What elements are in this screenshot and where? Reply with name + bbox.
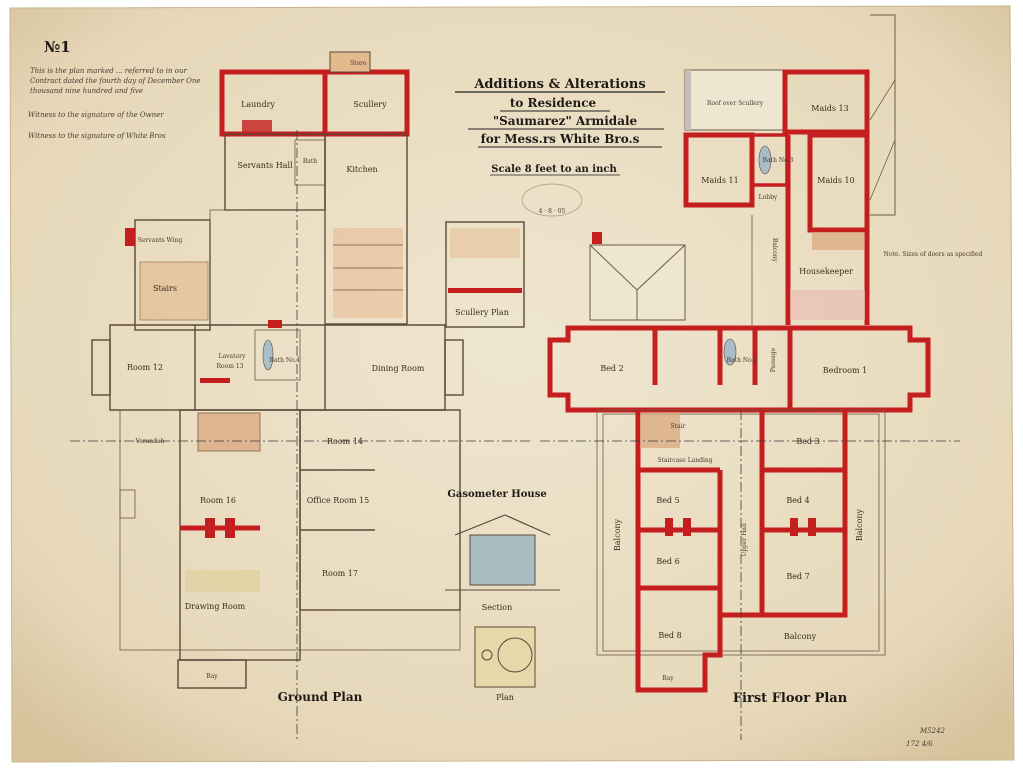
svg-text:Bath No.2: Bath No.2 [727,357,758,364]
svg-text:Balcony: Balcony [855,508,864,541]
svg-text:Drawing Room: Drawing Room [185,602,246,611]
svg-text:First Floor Plan: First Floor Plan [733,691,848,706]
svg-text:Kitchen: Kitchen [346,165,377,174]
svg-text:Bay: Bay [206,673,218,680]
svg-text:Bed 8: Bed 8 [658,631,681,640]
svg-text:Roof over Scullery: Roof over Scullery [707,100,764,107]
first-floor-labels: Roof over Scullery Maids 13 Maids 11 Bat… [600,100,982,706]
svg-text:Room 16: Room 16 [200,496,236,505]
svg-text:Passage: Passage [770,347,777,372]
svg-text:Scullery: Scullery [353,100,387,109]
svg-text:Room 17: Room 17 [322,569,358,578]
svg-text:Scale 8 feet to an inch: Scale 8 feet to an inch [491,164,617,175]
svg-text:Bed 4: Bed 4 [786,496,809,505]
svg-text:Upper Hall: Upper Hall [741,523,748,557]
svg-text:172 4/6: 172 4/6 [906,740,933,748]
svg-text:Note. Sizes of doors as specif: Note. Sizes of doors as specified [884,251,983,258]
svg-text:Bed 6: Bed 6 [656,557,679,566]
first-floor-plan [540,14,960,740]
approval-stamp: 4 · 8 · 05 [521,183,583,217]
svg-text:Store: Store [350,60,367,67]
svg-text:Ground Plan: Ground Plan [278,690,363,704]
svg-text:Verandah: Verandah [135,438,165,445]
svg-text:Contract dated the fourth day: Contract dated the fourth day of Decembe… [30,77,201,85]
svg-text:Bed 7: Bed 7 [786,572,809,581]
svg-text:Office Room 15: Office Room 15 [307,496,370,505]
svg-text:Section: Section [482,603,512,612]
svg-text:for Mess.rs White Bro.s: for Mess.rs White Bro.s [481,132,640,146]
svg-text:Bedroom 1: Bedroom 1 [823,366,867,375]
svg-text:M5242: M5242 [919,727,946,735]
svg-text:Bath No.3: Bath No.3 [763,157,794,164]
archive-reference: M5242 172 4/6 [906,727,946,748]
gasometer-house: Gasometer House Section Plan [445,489,560,702]
svg-text:Maids 13: Maids 13 [811,104,848,113]
svg-text:Balcony: Balcony [784,632,817,641]
scullery-plan: Scullery Plan [445,221,525,328]
svg-text:Stairs: Stairs [153,284,177,293]
svg-text:Maids 10: Maids 10 [817,176,854,185]
svg-text:Lobby: Lobby [759,194,778,201]
svg-text:Bath: Bath [303,158,317,165]
svg-text:Additions & Alterations: Additions & Alterations [473,77,645,92]
svg-text:Room 12: Room 12 [127,363,163,372]
sheet-number: №1 [44,38,71,56]
svg-text:Room 14: Room 14 [327,437,363,446]
svg-text:Gasometer House: Gasometer House [447,489,546,500]
svg-text:Stair: Stair [671,423,686,430]
svg-text:Servants Hall: Servants Hall [237,161,293,170]
svg-text:Staircase Landing: Staircase Landing [657,457,712,464]
svg-text:Maids 11: Maids 11 [701,176,738,185]
svg-text:Witness to the signature of th: Witness to the signature of the Owner [28,111,164,119]
svg-text:Witness to the signature of Wh: Witness to the signature of White Bros [28,132,166,140]
svg-text:Dining Room: Dining Room [372,364,425,373]
handwritten-notes: This is the plan marked ... referred to … [28,67,201,140]
svg-text:Balcony: Balcony [771,238,778,263]
ground-plan-labels: Store Laundry Scullery Servants Hall Bat… [127,60,425,704]
svg-text:Scullery Plan: Scullery Plan [455,308,509,317]
svg-text:Bay: Bay [662,675,674,682]
svg-text:Servants Wing: Servants Wing [138,237,183,244]
svg-text:Laundry: Laundry [241,100,275,109]
title-block: Additions & Alterations to Residence "Sa… [455,77,665,176]
svg-text:Room 13: Room 13 [217,363,244,370]
svg-text:Bed 3: Bed 3 [796,437,819,446]
svg-text:Balcony: Balcony [613,518,622,551]
ground-plan [70,51,530,740]
svg-text:Bed 5: Bed 5 [656,496,679,505]
svg-text:thousand nine hundred and five: thousand nine hundred and five [30,87,143,95]
svg-text:This is the plan marked ... re: This is the plan marked ... referred to … [30,67,187,75]
svg-text:4 · 8 · 05: 4 · 8 · 05 [539,208,566,215]
svg-text:Lavatory: Lavatory [219,353,246,360]
svg-text:Plan: Plan [496,693,514,702]
svg-text:"Saumarez" Armidale: "Saumarez" Armidale [493,114,638,128]
svg-text:Bed 2: Bed 2 [600,364,623,373]
svg-text:Bath No.1: Bath No.1 [270,357,301,364]
svg-text:to Residence: to Residence [510,96,597,110]
svg-text:Housekeeper: Housekeeper [799,267,853,276]
